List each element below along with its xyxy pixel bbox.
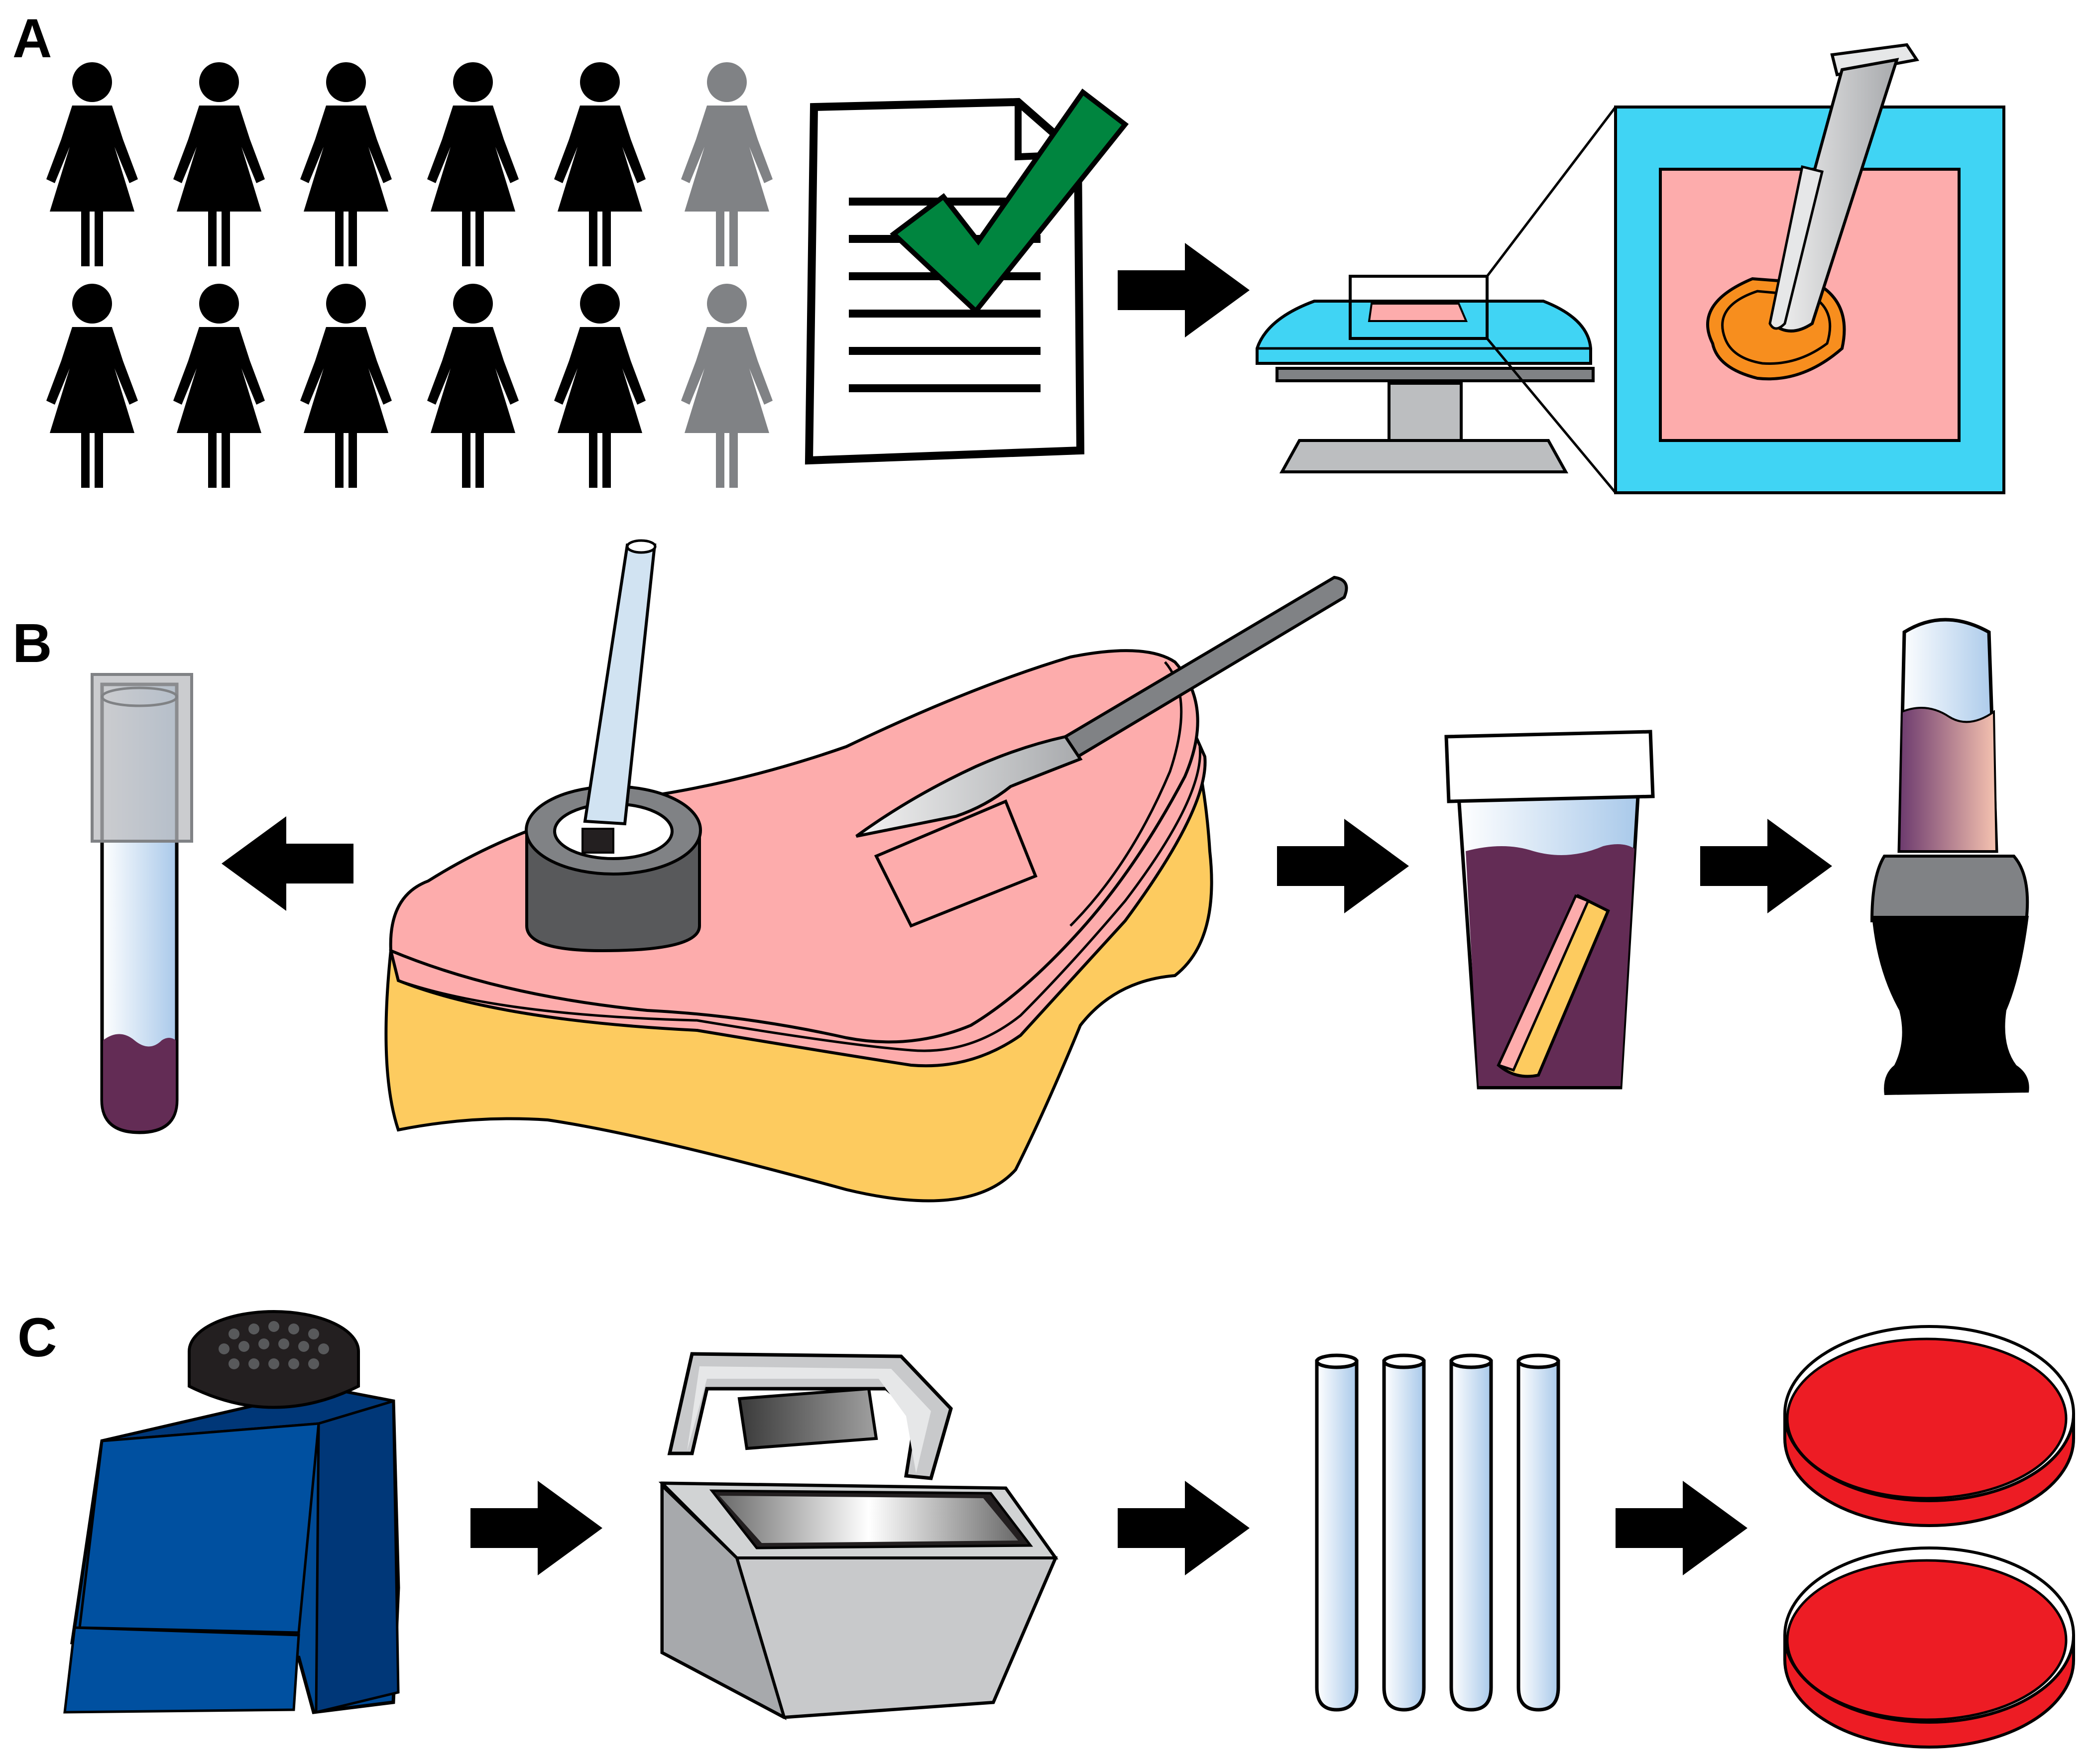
female-figure-icon	[427, 284, 519, 488]
arrow-right-icon	[1118, 243, 1250, 337]
female-figure-icon	[554, 62, 646, 266]
arrow-left-icon	[222, 816, 353, 911]
arrow-right-icon	[1700, 819, 1832, 913]
agar-plate-icon	[1783, 1325, 2075, 1527]
vortex-mixer-icon	[63, 1310, 400, 1714]
panel-label-b: B	[12, 613, 52, 674]
biopsy-punch-icon	[525, 539, 702, 953]
female-figure-icon	[554, 284, 646, 488]
specimen-jar-icon	[1444, 730, 1655, 1090]
culture-bottle-icon	[1870, 618, 2029, 1095]
test-tube-icon	[1382, 1353, 1426, 1712]
imaging-scanner-icon	[1256, 106, 1617, 494]
consent-document-icon	[805, 88, 1129, 465]
female-figure-icon	[300, 284, 392, 488]
female-figure-icon	[681, 62, 773, 266]
panel-c: C	[17, 1307, 2075, 1749]
test-tube-icon	[1516, 1353, 1560, 1712]
female-figure-icon	[173, 62, 265, 266]
check-mark-icon	[890, 88, 1129, 315]
arrow-right-icon	[1277, 819, 1409, 913]
arrow-right-icon	[1118, 1481, 1250, 1575]
female-figure-icon	[46, 62, 138, 266]
biopsy-zoom-view	[1614, 43, 2005, 494]
test-tubes	[1315, 1353, 1560, 1712]
test-tube-icon	[1449, 1353, 1493, 1712]
tissue-slab-icon	[384, 539, 1348, 1203]
female-figure-icon	[46, 284, 138, 488]
female-figure-icon	[173, 284, 265, 488]
scalpel-icon	[855, 575, 1348, 838]
blood-tube-icon	[91, 673, 193, 1134]
arrow-right-icon	[470, 1481, 602, 1575]
female-figure-icon	[681, 284, 773, 488]
panel-a: A	[12, 8, 2005, 494]
female-figure-icon	[300, 62, 392, 266]
female-figure-icon	[427, 62, 519, 266]
agar-plate-icon	[1783, 1546, 2075, 1749]
test-tube-icon	[1315, 1353, 1359, 1712]
panel-label-a: A	[12, 8, 52, 69]
biopsy-punch-icon	[1768, 43, 1920, 332]
heat-block-icon	[658, 1352, 1058, 1721]
patient-figures	[46, 62, 773, 488]
arrow-right-icon	[1616, 1481, 1747, 1575]
panel-b: B	[12, 539, 2029, 1203]
panel-label-c: C	[17, 1307, 57, 1368]
